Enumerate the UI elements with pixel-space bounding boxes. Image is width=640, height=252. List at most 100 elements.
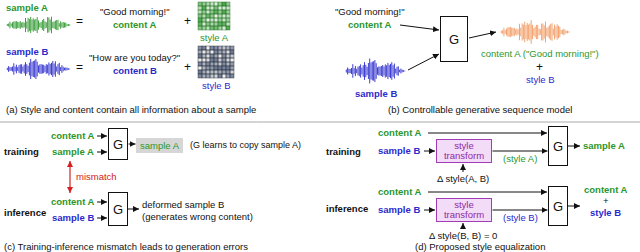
style-grid-cell <box>214 66 218 70</box>
style-grid-cell <box>214 18 218 22</box>
style-grid-cell <box>206 62 210 66</box>
style-grid-cell <box>214 70 218 74</box>
style-grid-cell <box>198 54 202 58</box>
node-text: G <box>553 199 563 214</box>
style-grid-cell <box>202 46 206 50</box>
drawing-part <box>424 151 435 152</box>
style-grid-cell <box>218 46 222 50</box>
style-grid-cell <box>222 62 226 66</box>
drawing-part <box>463 164 464 172</box>
style-grid-cell <box>214 2 218 6</box>
drawing-part <box>69 161 70 193</box>
style-grid-cell <box>202 66 206 70</box>
style-grid-cell <box>226 2 230 6</box>
style-grid-cell <box>226 18 230 22</box>
style-grid-cell <box>222 66 226 70</box>
drawing-part <box>198 2 230 30</box>
drawing-part <box>97 202 107 203</box>
style-grid-cell <box>202 54 206 58</box>
style-grid-cell <box>202 62 206 66</box>
text-label: sample A <box>6 2 48 13</box>
text-label: inference <box>4 207 46 218</box>
style-grid-cell <box>214 54 218 58</box>
style-grid-cell <box>218 22 222 26</box>
style-grid-cell <box>198 46 202 50</box>
style-grid-cell <box>206 2 210 6</box>
style-grid-cell <box>218 54 222 58</box>
style-grid-cell <box>214 22 218 26</box>
text-label: style A <box>200 32 228 43</box>
style-grid-cell <box>222 46 226 50</box>
style-grid-cell <box>222 74 226 78</box>
text-label: content A <box>584 184 627 195</box>
style-grid-cell <box>226 14 230 18</box>
text-label: sample B <box>52 212 94 223</box>
style-grid-cell <box>222 50 226 54</box>
node-text: G <box>113 202 123 217</box>
style-grid-cell <box>214 50 218 54</box>
style-grid-cell <box>210 62 214 66</box>
style-grid-cell <box>210 14 214 18</box>
style-grid-cell <box>206 70 210 74</box>
connector <box>493 210 548 211</box>
text-label: sample B <box>378 145 420 156</box>
edge-label: (style B) <box>502 212 539 223</box>
text-label: "How are you today?" <box>89 52 180 63</box>
text-label: (d) Proposed style equalization <box>415 241 545 252</box>
waveform <box>345 59 405 84</box>
text-label: sample B <box>378 204 420 215</box>
style-grid-cell <box>214 26 218 30</box>
style-grid-cell <box>222 54 226 58</box>
style-grid-cell <box>198 74 202 78</box>
text-label: content A <box>51 130 94 141</box>
style-grid-cell <box>226 10 230 14</box>
style-grid-cell <box>198 26 202 30</box>
text-label: mismatch <box>76 171 117 182</box>
style-grid-cell <box>222 18 226 22</box>
style-grid-cell <box>218 62 222 66</box>
style-grid-cell <box>198 50 202 54</box>
style-grid-cell <box>218 66 222 70</box>
style-grid-cell <box>198 2 202 6</box>
drawing-part <box>97 152 107 153</box>
text-label: content A <box>113 19 156 30</box>
text-label: Δ style(B, B) = 0 <box>429 230 497 241</box>
waveform <box>6 59 70 79</box>
style-grid-cell <box>198 18 202 22</box>
style-grid-cell <box>226 6 230 10</box>
style-grid-cell <box>198 22 202 26</box>
text-label: training <box>4 146 39 157</box>
text-label: training <box>326 146 361 157</box>
style-grid-cell <box>222 6 226 10</box>
style-grid-cell <box>198 62 202 66</box>
drawing-part <box>568 146 580 147</box>
style-grid-cell <box>210 10 214 14</box>
text-label: (G learns to copy sample A) <box>190 140 301 151</box>
drawing-part <box>400 25 439 30</box>
node-text: G <box>113 137 123 152</box>
connector <box>129 144 136 145</box>
drawing-part <box>500 20 569 44</box>
style-grid-cell <box>206 58 210 62</box>
style-grid-cell <box>218 26 222 30</box>
style-grid-cell <box>206 66 210 70</box>
text-label: content A <box>378 186 421 197</box>
style-grid-cell <box>214 74 218 78</box>
drawing-part <box>6 17 70 34</box>
drawing-part <box>345 59 405 84</box>
style-grid-cell <box>214 46 218 50</box>
text-label: style B <box>202 80 231 91</box>
style-grid-cell <box>222 14 226 18</box>
style-grid-cell <box>218 58 222 62</box>
style-grid-cell <box>214 14 218 18</box>
text-label: "Good morning!" <box>100 6 170 17</box>
text-label: sample A <box>583 140 625 151</box>
g-box: G <box>548 186 568 226</box>
g-box: G <box>108 192 128 226</box>
style-grid-cell <box>218 74 222 78</box>
style-grid-cell <box>202 58 206 62</box>
style-grid-cell <box>206 50 210 54</box>
text-label: sample A <box>52 146 94 157</box>
style-grid-cell <box>218 50 222 54</box>
